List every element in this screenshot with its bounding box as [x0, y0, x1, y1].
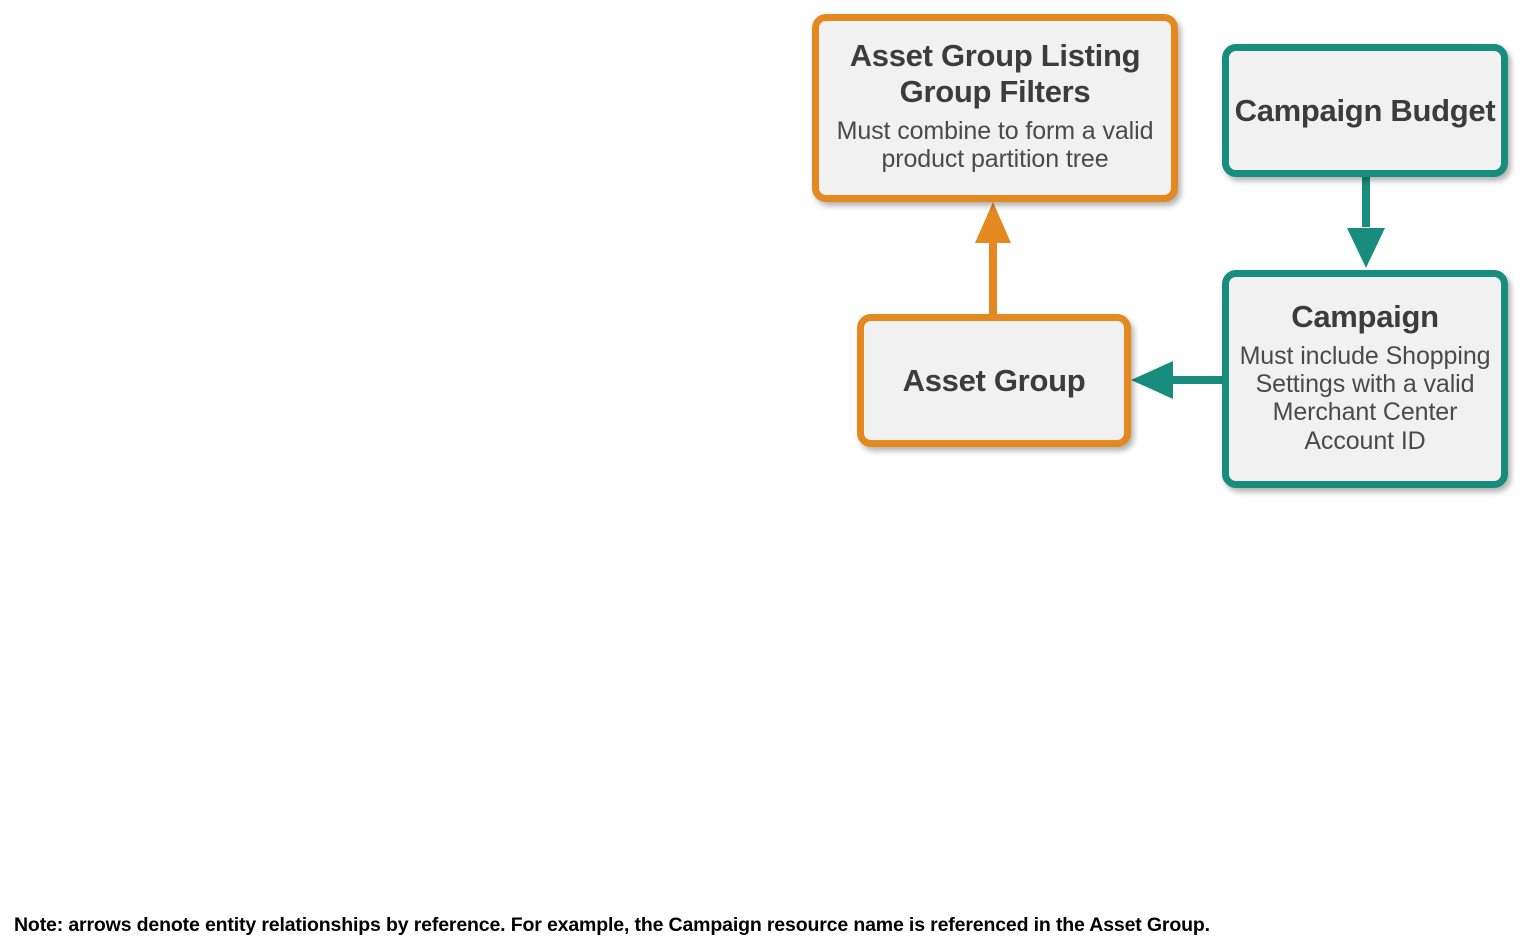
- diagram-note: Note: arrows denote entity relationships…: [14, 914, 1210, 936]
- edge-asset-group-to-listing-group-filters: [975, 202, 1011, 316]
- node-campaign-budget[interactable]: Campaign Budget: [1222, 44, 1508, 177]
- node-subtitle: Must combine to form a valid product par…: [836, 117, 1154, 174]
- node-title: Campaign Budget: [1234, 92, 1496, 128]
- node-title: Asset Group: [902, 362, 1086, 398]
- node-title: Asset Group Listing Group Filters: [849, 38, 1141, 110]
- edge-campaign-budget-to-campaign: [1347, 175, 1385, 268]
- node-campaign[interactable]: Campaign Must include Shopping Settings …: [1222, 270, 1508, 488]
- node-title: Campaign: [1291, 299, 1439, 335]
- node-asset-group-listing-group-filters[interactable]: Asset Group Listing Group Filters Must c…: [812, 14, 1178, 202]
- node-subtitle: Must include Shopping Settings with a va…: [1239, 341, 1491, 455]
- node-asset-group[interactable]: Asset Group: [857, 314, 1131, 447]
- edge-campaign-to-asset-group: [1131, 361, 1224, 399]
